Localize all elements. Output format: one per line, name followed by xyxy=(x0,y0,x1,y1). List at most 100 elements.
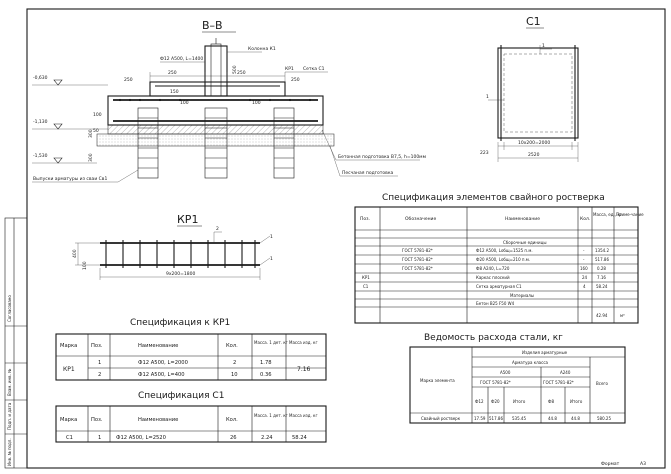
spec-pile-h-pos: Поз. xyxy=(360,216,370,222)
piles xyxy=(137,107,295,179)
steel-row-v5: 44.8 xyxy=(571,416,580,421)
spec-pile-r5-mass: 58.24 xyxy=(596,284,608,289)
kr1-tag-1a: 1 xyxy=(270,234,273,240)
note-rebar-outlets: Выпуски арматуры из сваи Св1 xyxy=(33,176,107,182)
steel-h-gost1: ГОСТ 5781-82* xyxy=(480,380,511,385)
spec-pile-r3-qty: 160 xyxy=(580,266,588,271)
spec-kr1-h-mass: Масса. 1 дет. кг xyxy=(254,340,288,345)
format-label: Формат xyxy=(601,461,620,467)
dim-250-d: 250 xyxy=(291,77,300,83)
spec-pile-r1-qty: - xyxy=(583,248,585,253)
spec-pile-section-assemblies: Сборочные единицы xyxy=(503,240,546,245)
level-marks xyxy=(32,79,108,164)
spec-kr1-title: Спецификация к КР1 xyxy=(130,318,230,328)
kr1-frame-view: КР1 2 1 1 400 100 9х200=1800 xyxy=(72,213,273,280)
sheet-frame: Инв. № подл. Подп. и дата Взам. инв. № С… xyxy=(4,8,666,469)
dim-500: 500 xyxy=(232,65,238,74)
spec-c1-h-pos: Поз. xyxy=(91,417,103,423)
kr1-tag: КР1 xyxy=(285,66,294,72)
steel-row-name: Свайный ростверк xyxy=(421,416,461,421)
rebar-dots-top xyxy=(118,98,312,102)
spec-c1-r1-mark: С1 xyxy=(66,435,73,441)
spec-pile-h-name: Наименование xyxy=(505,216,540,222)
steel-row-v2: 517.86 xyxy=(489,416,503,421)
spec-kr1-mark: КР1 xyxy=(63,366,75,373)
spec-pile-r4-name: Каркас плоский xyxy=(476,275,510,280)
steel-row-v4: 44.8 xyxy=(548,416,557,421)
dim-250-a: 250 xyxy=(124,77,133,83)
spec-c1-title: Спецификация С1 xyxy=(138,391,224,401)
steel-row-v3: 535.45 xyxy=(512,416,526,421)
spec-pile-r3-name: Ф8 А240, L=720 xyxy=(476,266,510,271)
stamp-agreed: Согласовано xyxy=(7,295,12,322)
rebar-label: Ф12 А500, L=1400 xyxy=(160,56,203,62)
dim-100-a: 100 xyxy=(180,100,189,106)
steel-table: Ведомость расхода стали, кг Марка элемен… xyxy=(409,333,626,424)
steel-h-a500: А500 xyxy=(500,370,511,375)
spec-pile-r2-name: Ф20 А500, Lобщ=210 п.м. xyxy=(476,257,530,262)
spec-kr1-r1-mass: 1.78 xyxy=(260,360,272,366)
kr1-dim-100: 100 xyxy=(82,261,88,270)
spec-pile-r1-code: ГОСТ 5781-82* xyxy=(402,248,433,253)
dim-100-c: 100 xyxy=(93,112,102,118)
spec-pile-r4-qty: 24 xyxy=(582,275,588,280)
spec-c1-h-name: Наименование xyxy=(138,417,178,423)
spec-pile-table: Спецификация элементов свайного ростверк… xyxy=(354,193,644,324)
spec-kr1-h-name: Наименование xyxy=(138,343,178,349)
spec-pile-r2-mass: 517.86 xyxy=(595,257,609,262)
level-2: -1,130 xyxy=(33,119,48,125)
steel-h-total: Всего xyxy=(596,381,609,386)
mesh-tag: Сетка С1 xyxy=(303,66,325,72)
kr1-dim-400: 400 xyxy=(72,249,78,258)
spec-kr1-r2-pos: 2 xyxy=(98,372,101,378)
kr1-verticals xyxy=(105,240,256,268)
stamp-inv-replace: Взам. инв. № xyxy=(7,369,12,396)
c1-title: С1 xyxy=(526,15,541,28)
spec-pile-r1-mass: 1354.2 xyxy=(595,248,609,253)
spec-c1-table: Спецификация С1 Марка Поз. Наименование … xyxy=(55,391,327,443)
stamp-sign-date: Подп. и дата xyxy=(7,402,12,430)
dim-100-b: 100 xyxy=(252,100,261,106)
c1-dim-2520: 2520 xyxy=(528,152,540,158)
spec-pile-r2-qty: - xyxy=(583,257,585,262)
spec-pile-r5-pos: С1 xyxy=(363,284,369,289)
dim-250-c: 250 xyxy=(237,70,246,76)
spec-kr1-r2-qty: 10 xyxy=(231,372,238,378)
spec-kr1-total: 7.16 xyxy=(297,366,311,373)
steel-h-a240: А240 xyxy=(560,370,571,375)
spec-pile-r5-qty: 4 xyxy=(583,284,586,289)
spec-pile-r3-code: ГОСТ 5781-82* xyxy=(402,266,433,271)
section-bb-view: В–В xyxy=(32,19,426,183)
note-sand-prep: Песчаная подготовка xyxy=(342,170,394,176)
spec-c1-r1-qty: 26 xyxy=(230,435,237,441)
kr1-tag-1b: 1 xyxy=(270,256,273,262)
spec-kr1-table: Спецификация к КР1 Марка Поз. Наименован… xyxy=(55,318,327,381)
spec-pile-r2-code: ГОСТ 5781-82* xyxy=(402,257,433,262)
spec-pile-r4-pos: КР1 xyxy=(362,275,370,280)
spec-c1-r1-name: Ф12 А500, L=2520 xyxy=(116,435,166,441)
c1-tag-1: 1 xyxy=(542,43,545,49)
steel-h-col-2: Ф20 xyxy=(491,399,500,404)
spec-pile-r3-mass: 0.28 xyxy=(597,266,606,271)
dim-300-a: 300 xyxy=(88,129,94,138)
spec-kr1-h-total: Масса изд. кг xyxy=(289,340,318,345)
column-label: Колонна К1 xyxy=(248,46,276,52)
steel-h-class: Арматура класса xyxy=(512,360,549,365)
steel-h-element: Марка элемента xyxy=(420,378,455,383)
kr1-title: КР1 xyxy=(177,213,198,226)
dim-250-b: 250 xyxy=(168,70,177,76)
spec-kr1-r2-mass: 0.36 xyxy=(260,372,272,378)
spec-c1-h-mark: Марка xyxy=(60,417,77,423)
dim-150: 150 xyxy=(170,89,179,95)
spec-c1-h-qty: Кол. xyxy=(226,417,238,423)
spec-pile-title: Спецификация элементов свайного ростверк… xyxy=(382,193,605,203)
c1-dim-223: 223 xyxy=(480,150,489,156)
kr1-tag-2: 2 xyxy=(216,226,219,232)
steel-h-col-5: Итого xyxy=(570,399,583,404)
spec-c1-r1-mass: 2.24 xyxy=(261,435,273,441)
spec-pile-r1-name: Ф12 А500, Lобщ=1525 п.м. xyxy=(476,248,533,253)
c1-tag-2: 1 xyxy=(486,94,489,100)
spec-pile-h-qty: Кол. xyxy=(580,216,590,222)
steel-h-col-3: Итого xyxy=(513,399,526,404)
